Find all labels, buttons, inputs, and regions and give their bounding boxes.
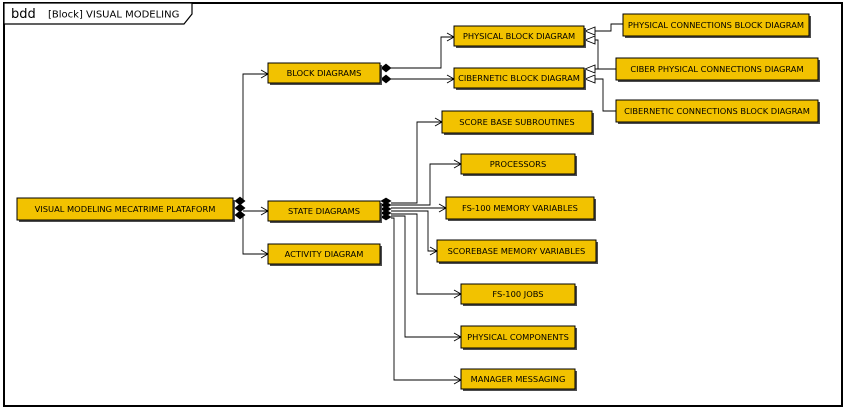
block-physical-connections-block-diagram[interactable]: PHYSICAL CONNECTIONS BLOCK DIAGRAM	[622, 13, 811, 38]
connector-block-physical	[391, 36, 454, 69]
diagram-frame	[3, 2, 843, 407]
block-label: FS-100 JOBS	[492, 289, 543, 299]
block-label: STATE DIAGRAMS	[288, 206, 360, 216]
block-label: PHYSICAL BLOCK DIAGRAM	[463, 31, 575, 41]
blocks: VISUAL MODELING MECATRIME PLATAFORM BLOC…	[16, 13, 820, 391]
connector-state-fs100-jobs	[391, 213, 461, 295]
composition-diamond	[380, 63, 392, 73]
diagram-title: [Block] VISUAL MODELING	[48, 10, 179, 21]
block-label: VISUAL MODELING MECATRIME PLATAFORM	[35, 204, 216, 214]
block-label: MANAGER MESSAGING	[471, 374, 566, 384]
connector-state-processors	[391, 163, 461, 206]
frame-tab-shape	[3, 2, 193, 25]
block-fs100-jobs[interactable]: FS-100 JOBS	[460, 283, 577, 306]
connector-ciberconn-ciberblock	[595, 78, 616, 112]
block-label: CIBERNETIC CONNECTIONS BLOCK DIAGRAM	[624, 106, 810, 116]
block-label: FS-100 MEMORY VARIABLES	[462, 203, 578, 213]
block-manager-messaging[interactable]: MANAGER MESSAGING	[460, 368, 577, 391]
connectors	[234, 23, 623, 385]
connector-state-manager-messaging	[391, 217, 461, 381]
connector-root-block-diagrams	[242, 73, 268, 201]
block-ciber-physical-connections-diagram[interactable]: CIBER PHYSICAL CONNECTIONS DIAGRAM	[615, 57, 820, 82]
block-fs100-memory-variables[interactable]: FS-100 MEMORY VARIABLES	[445, 196, 596, 221]
composition-diamond	[234, 196, 246, 206]
generalization-triangle	[583, 64, 596, 74]
block-activity-diagram[interactable]: ACTIVITY DIAGRAM	[267, 243, 382, 266]
connector-state-physical-components	[391, 215, 461, 338]
block-label: BLOCK DIAGRAMS	[287, 68, 362, 78]
block-label: PROCESSORS	[490, 159, 546, 169]
connector-root-activity-diagram	[242, 216, 268, 255]
generalization-triangle	[583, 74, 596, 84]
block-physical-components[interactable]: PHYSICAL COMPONENTS	[460, 325, 577, 350]
generalization-triangle	[583, 35, 596, 45]
block-block-diagrams[interactable]: BLOCK DIAGRAMS	[267, 62, 382, 85]
connector-state-subroutines	[391, 121, 442, 204]
block-label: PHYSICAL COMPONENTS	[467, 332, 569, 342]
composition-diamond	[380, 213, 392, 221]
connector-state-scorebase-memory	[391, 210, 437, 252]
generalization-triangle	[583, 26, 596, 36]
frame-tab: bdd [Block] VISUAL MODELING	[3, 2, 193, 25]
composition-diamond	[234, 210, 246, 220]
block-label: SCORE BASE SUBROUTINES	[459, 117, 574, 127]
block-label: ACTIVITY DIAGRAM	[285, 249, 364, 259]
block-score-base-subroutines[interactable]: SCORE BASE SUBROUTINES	[441, 110, 594, 135]
connector-ciberphys-physblock	[595, 39, 616, 70]
block-state-diagrams[interactable]: STATE DIAGRAMS	[267, 200, 382, 223]
block-processors[interactable]: PROCESSORS	[460, 153, 577, 176]
connector-physconn-physblock	[595, 23, 623, 32]
block-label: PHYSICAL CONNECTIONS BLOCK DIAGRAM	[628, 20, 804, 30]
diagram-kind-label: bdd	[11, 7, 36, 22]
block-label: CIBERNETIC BLOCK DIAGRAM	[458, 73, 580, 83]
block-scorebase-memory-variables[interactable]: SCOREBASE MEMORY VARIABLES	[436, 239, 598, 264]
block-label: CIBER PHYSICAL CONNECTIONS DIAGRAM	[630, 64, 803, 74]
block-cibernetic-block-diagram[interactable]: CIBERNETIC BLOCK DIAGRAM	[453, 67, 586, 90]
block-visual-modeling-platform[interactable]: VISUAL MODELING MECATRIME PLATAFORM	[16, 197, 235, 222]
composition-diamond	[380, 74, 392, 84]
composition-diamond	[234, 203, 246, 213]
block-physical-block-diagram[interactable]: PHYSICAL BLOCK DIAGRAM	[453, 25, 586, 48]
block-cibernetic-connections-block-diagram[interactable]: CIBERNETIC CONNECTIONS BLOCK DIAGRAM	[615, 99, 820, 124]
block-label: SCOREBASE MEMORY VARIABLES	[448, 246, 586, 256]
